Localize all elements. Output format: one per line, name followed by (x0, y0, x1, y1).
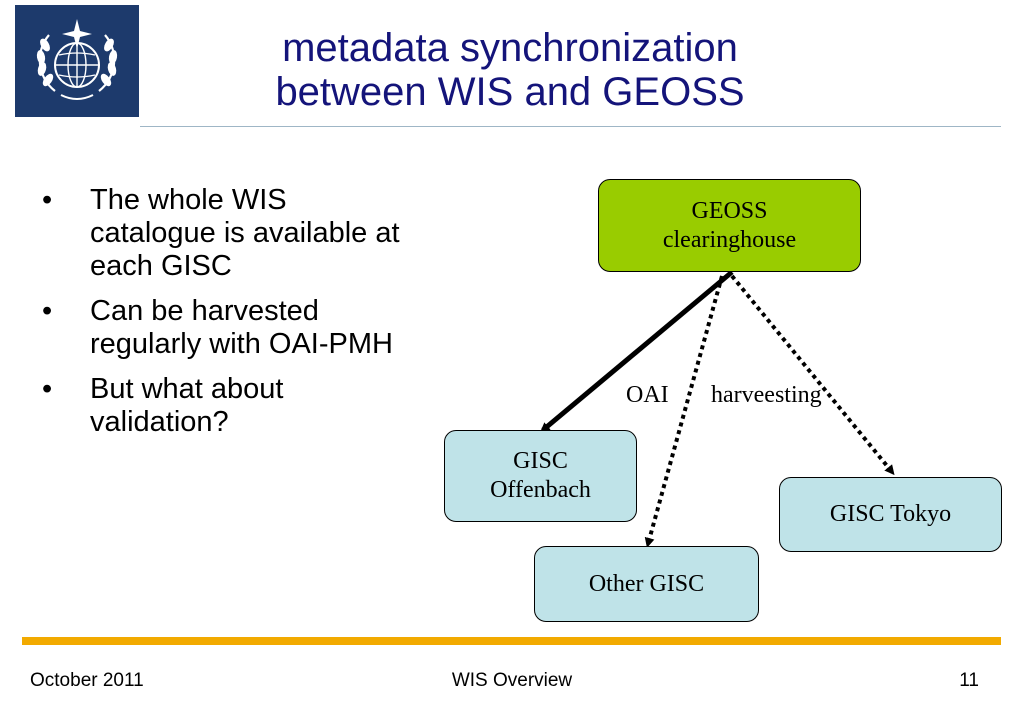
wmo-emblem-icon (36, 19, 118, 100)
bullet-dot-icon: • (42, 373, 53, 405)
edge-geoss-offenbach (539, 270, 734, 433)
title-divider (140, 126, 1001, 127)
title-line-2: between WIS and GEOSS (275, 70, 745, 114)
other-node-label: Other GISC (588, 570, 705, 597)
other-gisc-node: Other GISC (534, 546, 759, 622)
title-line-1: metadata synchronization (282, 26, 738, 70)
bullet-list: •The whole WIS catalogue is available at… (38, 184, 418, 451)
page-number: 11 (959, 670, 979, 691)
edge-geoss-other (644, 275, 724, 548)
bullet-dot-icon: • (42, 295, 53, 327)
bullet-item: •The whole WIS catalogue is available at… (42, 184, 400, 282)
geoss-node-line-1: GEOSS (691, 197, 768, 224)
edge-geoss-tokyo (730, 274, 895, 476)
bullet-item: •Can be harvested regularly with OAI-PMH (42, 295, 393, 360)
footer-date: October 2011 (30, 670, 144, 691)
offenbach-node-line-2: Offenbach (490, 477, 591, 503)
offenbach-node-line-1: GISC (513, 448, 568, 474)
footer-title: WIS Overview (451, 670, 573, 691)
wmo-logo (15, 5, 139, 117)
bullet-dot-icon: • (42, 184, 53, 216)
gisc-offenbach-node: GISC Offenbach (444, 430, 637, 522)
tokyo-node-label: GISC Tokyo (829, 501, 952, 527)
geoss-clearinghouse-node: GEOSS clearinghouse (598, 179, 861, 272)
gisc-tokyo-node: GISC Tokyo (779, 477, 1002, 552)
slide-title: metadata synchronization between WIS and… (160, 26, 860, 114)
bullet-item: •But what about validation? (42, 373, 284, 438)
footer-accent-bar (22, 637, 1001, 645)
edge-label-harvesting: harveesting (711, 382, 822, 408)
edge-label-oai: OAI (626, 382, 669, 408)
geoss-node-line-2: clearinghouse (662, 226, 797, 253)
